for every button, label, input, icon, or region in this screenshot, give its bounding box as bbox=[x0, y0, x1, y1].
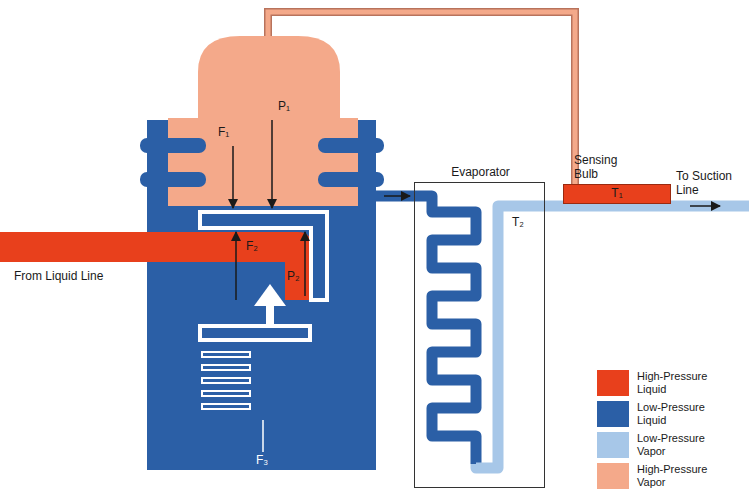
legend-row: High-Pressure Liquid bbox=[597, 370, 727, 396]
needle-stem bbox=[266, 306, 274, 326]
pressure-label: P₂ bbox=[287, 270, 300, 284]
outlet-label: To Suction Line bbox=[676, 170, 742, 198]
flow-arrow bbox=[690, 205, 720, 207]
pressure-label: P₁ bbox=[278, 100, 290, 114]
flow-arrow bbox=[384, 195, 410, 197]
spring-winding bbox=[202, 404, 250, 409]
spring-winding bbox=[202, 391, 250, 396]
sensor-label: T₁ bbox=[611, 187, 622, 201]
legend-row: Low-Pressure Vapor bbox=[597, 432, 727, 458]
spring-winding bbox=[202, 365, 250, 370]
valve-needle bbox=[254, 284, 286, 306]
legend-swatch bbox=[597, 463, 629, 489]
force-arrow bbox=[235, 232, 237, 300]
push-rod bbox=[200, 212, 327, 300]
force-label: F₂ bbox=[246, 240, 258, 254]
leader-line bbox=[262, 420, 264, 452]
node-heading: Sensing Bulb bbox=[574, 154, 644, 182]
legend-text: Low-Pressure Vapor bbox=[637, 432, 727, 457]
evaporator-box: Evaporator bbox=[414, 182, 545, 488]
bellows bbox=[140, 138, 206, 153]
force-label: F₁ bbox=[218, 126, 229, 140]
legend-swatch bbox=[597, 401, 629, 427]
suction-line bbox=[476, 206, 749, 468]
legend-text: High-Pressure Liquid bbox=[637, 370, 727, 395]
legend-text: High-Pressure Vapor bbox=[637, 463, 727, 488]
force-label: F₃ bbox=[256, 454, 268, 468]
evaporator-coil bbox=[376, 196, 476, 464]
legend-row: High-Pressure Vapor bbox=[597, 463, 727, 489]
sensing-bulb: Sensing BulbT₁ bbox=[563, 184, 671, 204]
bellows bbox=[140, 172, 206, 187]
pressure-arrow bbox=[271, 120, 273, 208]
force-arrow bbox=[232, 146, 234, 208]
spring-plate bbox=[200, 326, 310, 340]
bellows bbox=[318, 138, 384, 153]
legend-swatch bbox=[597, 432, 629, 458]
spring bbox=[202, 352, 250, 409]
legend-text: Low-Pressure Liquid bbox=[637, 401, 727, 426]
legend-swatch bbox=[597, 370, 629, 396]
bellows bbox=[318, 172, 384, 187]
pressure-arrow bbox=[304, 232, 306, 296]
spring-winding bbox=[202, 378, 250, 383]
inlet-label: From Liquid Line bbox=[14, 270, 103, 284]
legend-row: Low-Pressure Liquid bbox=[597, 401, 727, 427]
power-dome bbox=[198, 36, 340, 122]
liquid-inlet bbox=[0, 232, 311, 300]
diaphragm-chamber bbox=[168, 118, 358, 206]
node-heading: Evaporator bbox=[451, 166, 510, 180]
temperature-label: T₂ bbox=[512, 216, 524, 230]
spring-winding bbox=[202, 352, 250, 357]
